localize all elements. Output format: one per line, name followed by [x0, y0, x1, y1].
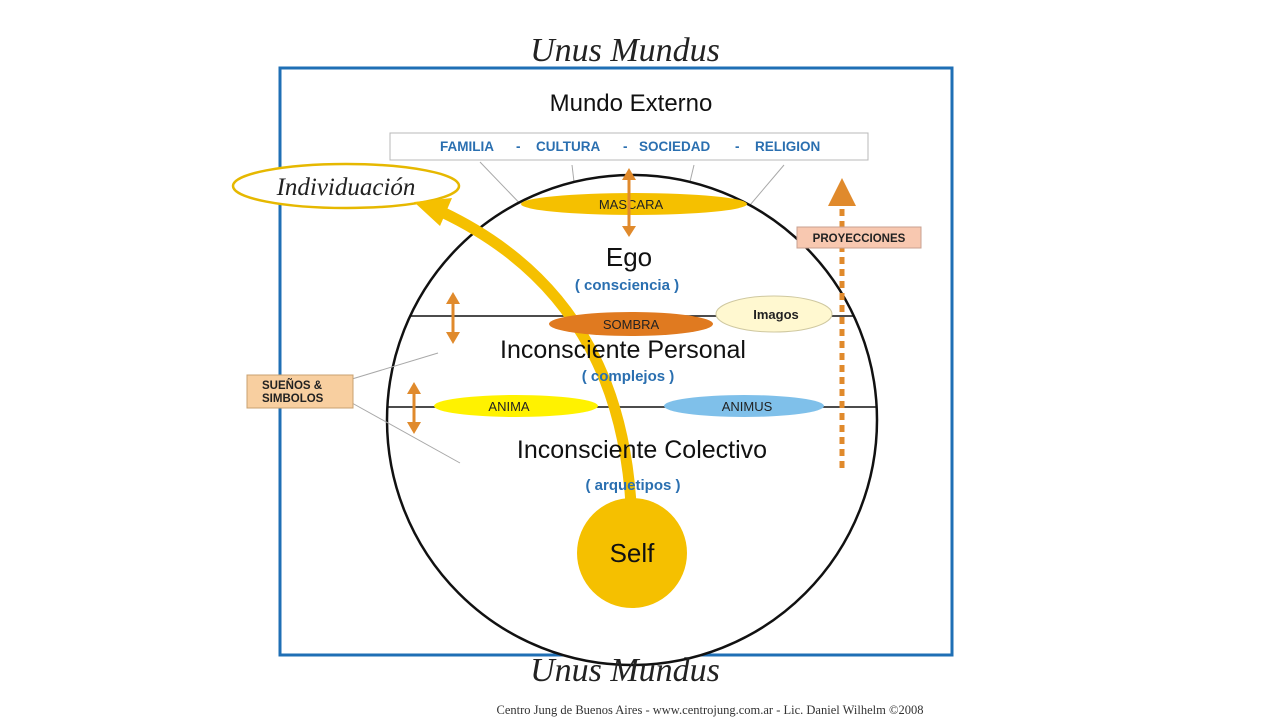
suenos-line-1: SUEÑOS &: [262, 379, 322, 392]
animus-ellipse: [664, 395, 824, 417]
complejos-label: ( complejos ): [582, 368, 675, 385]
suenos-lines: [351, 352, 461, 464]
individuacion-label: Individuación: [276, 174, 416, 201]
self-circle: [577, 498, 687, 608]
consciencia-label: ( consciencia ): [575, 277, 679, 294]
ego-label: Ego: [606, 242, 652, 272]
proyecciones-box: [796, 226, 922, 249]
mundo-externo-label: Mundo Externo: [550, 90, 713, 117]
individuation-path: [439, 207, 638, 531]
imagos-label: Imagos: [753, 307, 799, 322]
familia-label: FAMILIA: [440, 139, 494, 154]
world-items-text: FAMILIA - CULTURA - SOCIEDAD - RELIGION: [440, 139, 820, 154]
cultura-label: CULTURA: [536, 139, 600, 154]
imagos-ellipse: [715, 295, 833, 333]
footer-credit: Centro Jung de Buenos Aires - www.centro…: [497, 703, 924, 717]
title-unus-mundus-bottom: Unus Mundus: [530, 652, 720, 689]
anima-label: ANIMA: [488, 399, 530, 414]
animus-label: ANIMUS: [722, 399, 773, 414]
anima-ellipse: [434, 395, 598, 417]
sombra-ellipse: [549, 312, 713, 336]
suenos-line-2: SIMBOLOS: [262, 393, 324, 405]
suenos-simbolos-text: SUEÑOS & SIMBOLOS: [262, 379, 325, 405]
mascara-ellipse: [521, 193, 747, 215]
mascara-double-arrow: [622, 168, 636, 237]
ego-personal-double-arrow: [446, 292, 460, 344]
individuation-arrowhead: [414, 198, 452, 226]
individuacion-ellipse: [231, 162, 461, 210]
self-label: Self: [610, 538, 656, 568]
mascara-label: MASCARA: [599, 197, 664, 212]
separator-3: -: [735, 139, 740, 154]
arquetipos-label: ( arquetipos ): [585, 477, 680, 494]
separator-2: -: [623, 139, 628, 154]
title-unus-mundus-top: Unus Mundus: [530, 32, 720, 69]
religion-label: RELIGION: [755, 139, 820, 154]
inconsciente-personal-label: Inconsciente Personal: [500, 336, 746, 364]
separator-1: -: [516, 139, 521, 154]
world-box: [389, 132, 869, 161]
sombra-label: SOMBRA: [603, 317, 660, 332]
sociedad-label: SOCIEDAD: [639, 139, 711, 154]
proyecciones-label: PROYECCIONES: [813, 233, 906, 245]
personal-colectivo-double-arrow: [407, 382, 421, 434]
suenos-simbolos-box: [246, 374, 354, 409]
inconsciente-colectivo-label: Inconsciente Colectivo: [517, 436, 767, 464]
